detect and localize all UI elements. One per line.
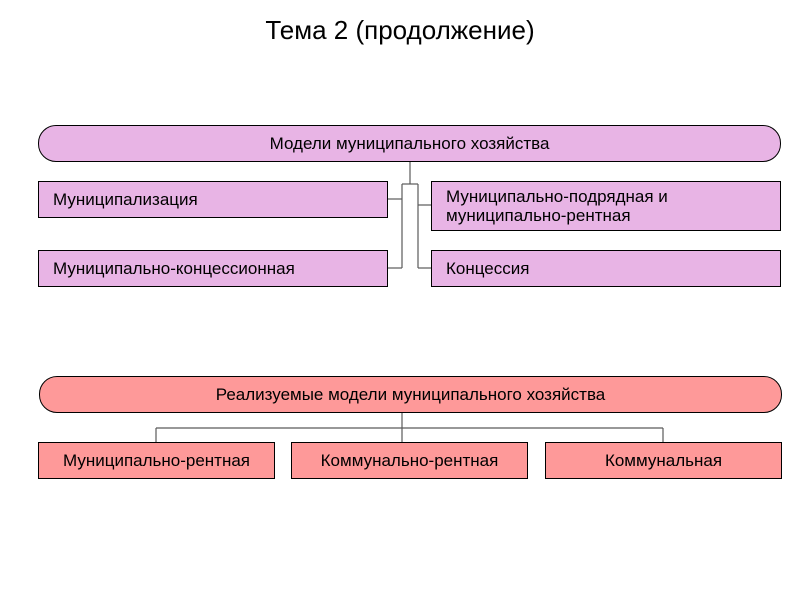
realized-communal: Коммунальная <box>545 442 782 479</box>
model-municipal-concession: Муниципально-концессионная <box>38 250 388 287</box>
page-title: Тема 2 (продолжение) <box>265 15 535 45</box>
model-municipal-contract-rent: Муниципально-подрядная и муниципально-ре… <box>431 181 781 231</box>
model-concession: Концессия <box>431 250 781 287</box>
realized-municipal-rent: Муниципально-рентная <box>38 442 275 479</box>
models-header: Модели муниципального хозяйства <box>38 125 781 162</box>
model-municipalization: Муниципализация <box>38 181 388 218</box>
realized-communal-rent: Коммунально-рентная <box>291 442 528 479</box>
realized-models-header: Реализуемые модели муниципального хозяйс… <box>39 376 782 413</box>
